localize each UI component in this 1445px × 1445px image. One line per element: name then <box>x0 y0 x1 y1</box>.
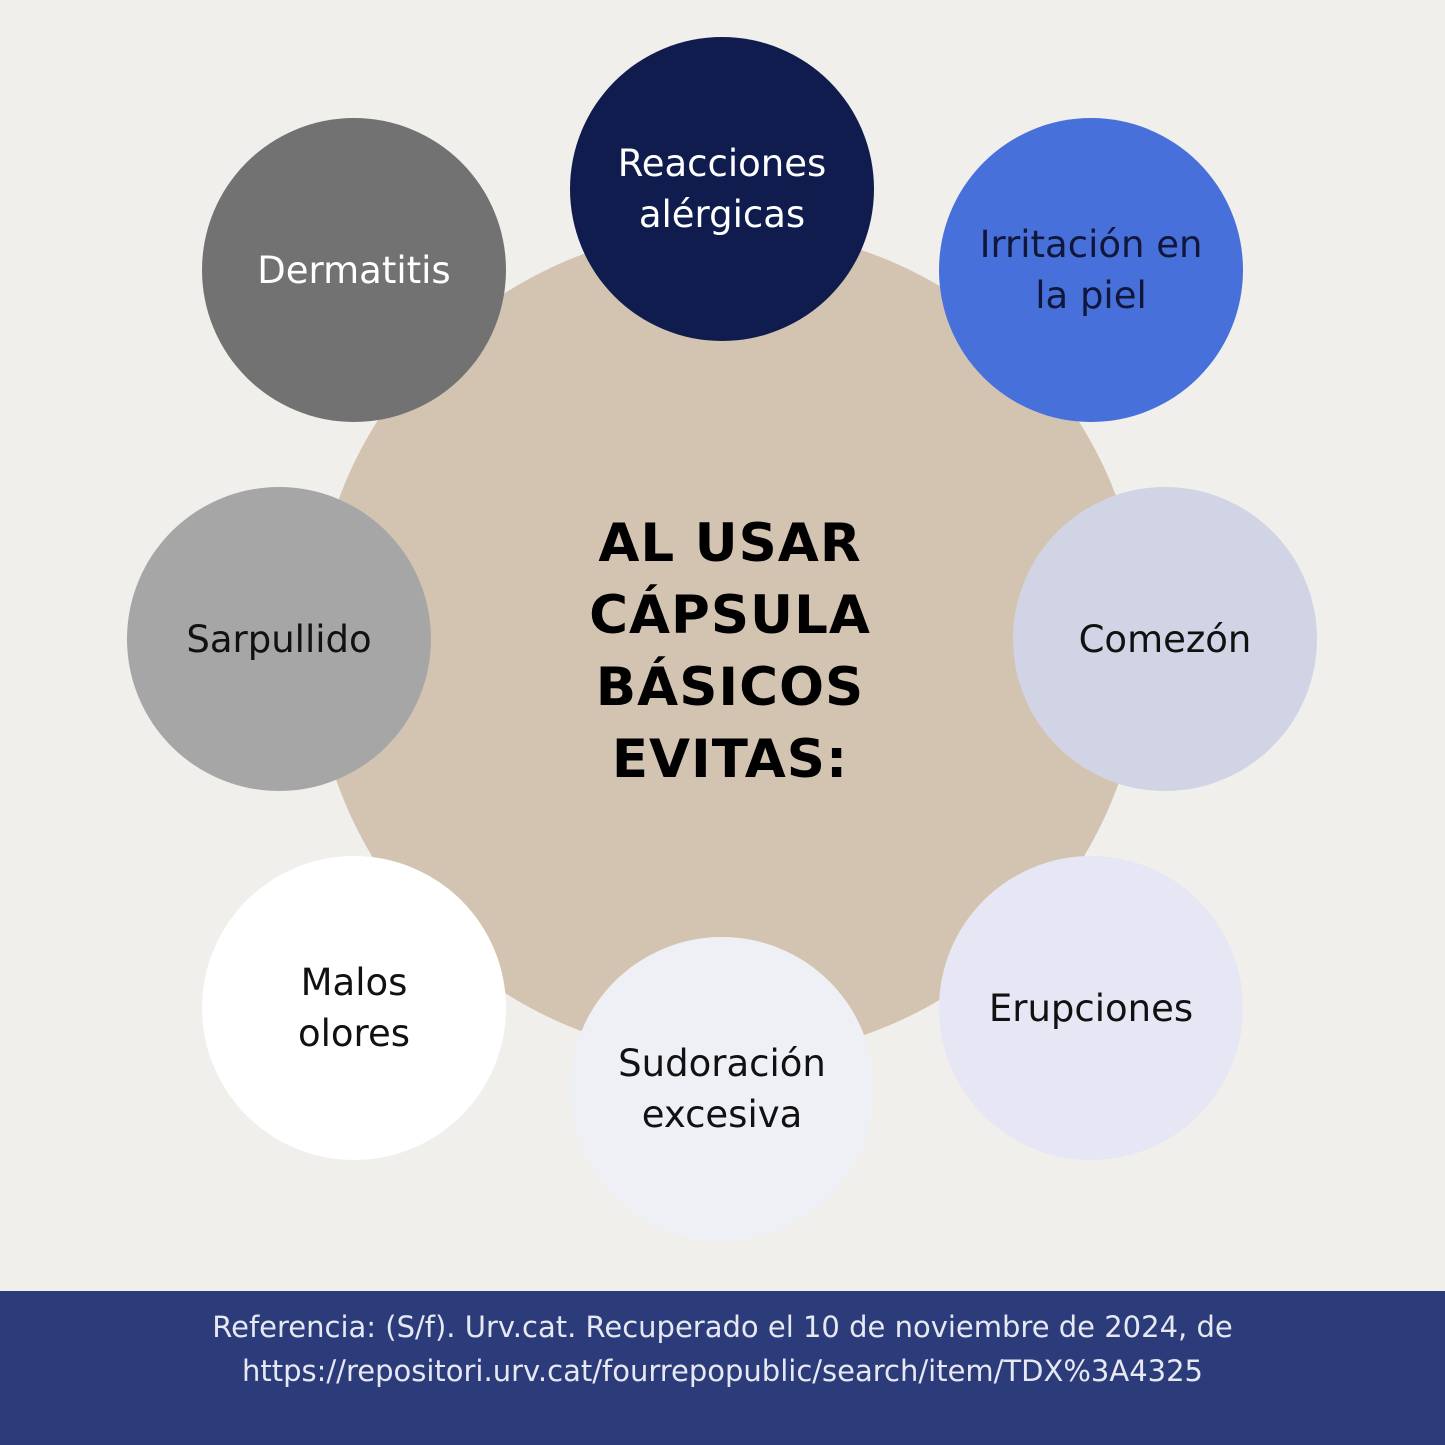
node-label: Sarpullido <box>186 617 372 661</box>
node-label: Irritación en la piel <box>979 223 1203 317</box>
node-reacciones-alergicas: Reacciones alérgicas <box>570 37 874 341</box>
diagram: AL USAR CÁPSULA BÁSICOS EVITAS: Reaccion… <box>127 37 1317 1241</box>
node-label: Erupciones <box>988 986 1194 1030</box>
node-label: Reacciones alérgicas <box>617 142 827 236</box>
center-title-line: AL USAR <box>598 513 862 574</box>
reference-url: https://repositori.urv.cat/fourrepopubli… <box>242 1354 1203 1388</box>
node-erupciones: Erupciones <box>939 856 1243 1160</box>
node-label: Sudoración excesiva <box>618 1042 826 1136</box>
node-label: Dermatitis <box>257 248 451 292</box>
center-title-line: CÁPSULA <box>589 585 871 646</box>
center-title-line: EVITAS: <box>611 729 849 790</box>
node-sudoracion-excesiva: Sudoración excesiva <box>570 937 874 1241</box>
center-title-line: BÁSICOS <box>595 657 865 718</box>
node-sarpullido: Sarpullido <box>127 487 431 791</box>
node-malos-olores: Malos olores <box>202 856 506 1160</box>
node-comezon: Comezón <box>1013 487 1317 791</box>
center-title: AL USAR CÁPSULA BÁSICOS EVITAS: <box>560 508 900 796</box>
reference-footer: Referencia: (S/f). Urv.cat. Recuperado e… <box>0 1291 1445 1445</box>
node-irritacion-piel: Irritación en la piel <box>939 118 1243 422</box>
reference-text: Referencia: (S/f). Urv.cat. Recuperado e… <box>212 1310 1233 1344</box>
node-label: Malos olores <box>298 961 410 1055</box>
node-dermatitis: Dermatitis <box>202 118 506 422</box>
node-label: Comezón <box>1078 617 1252 661</box>
